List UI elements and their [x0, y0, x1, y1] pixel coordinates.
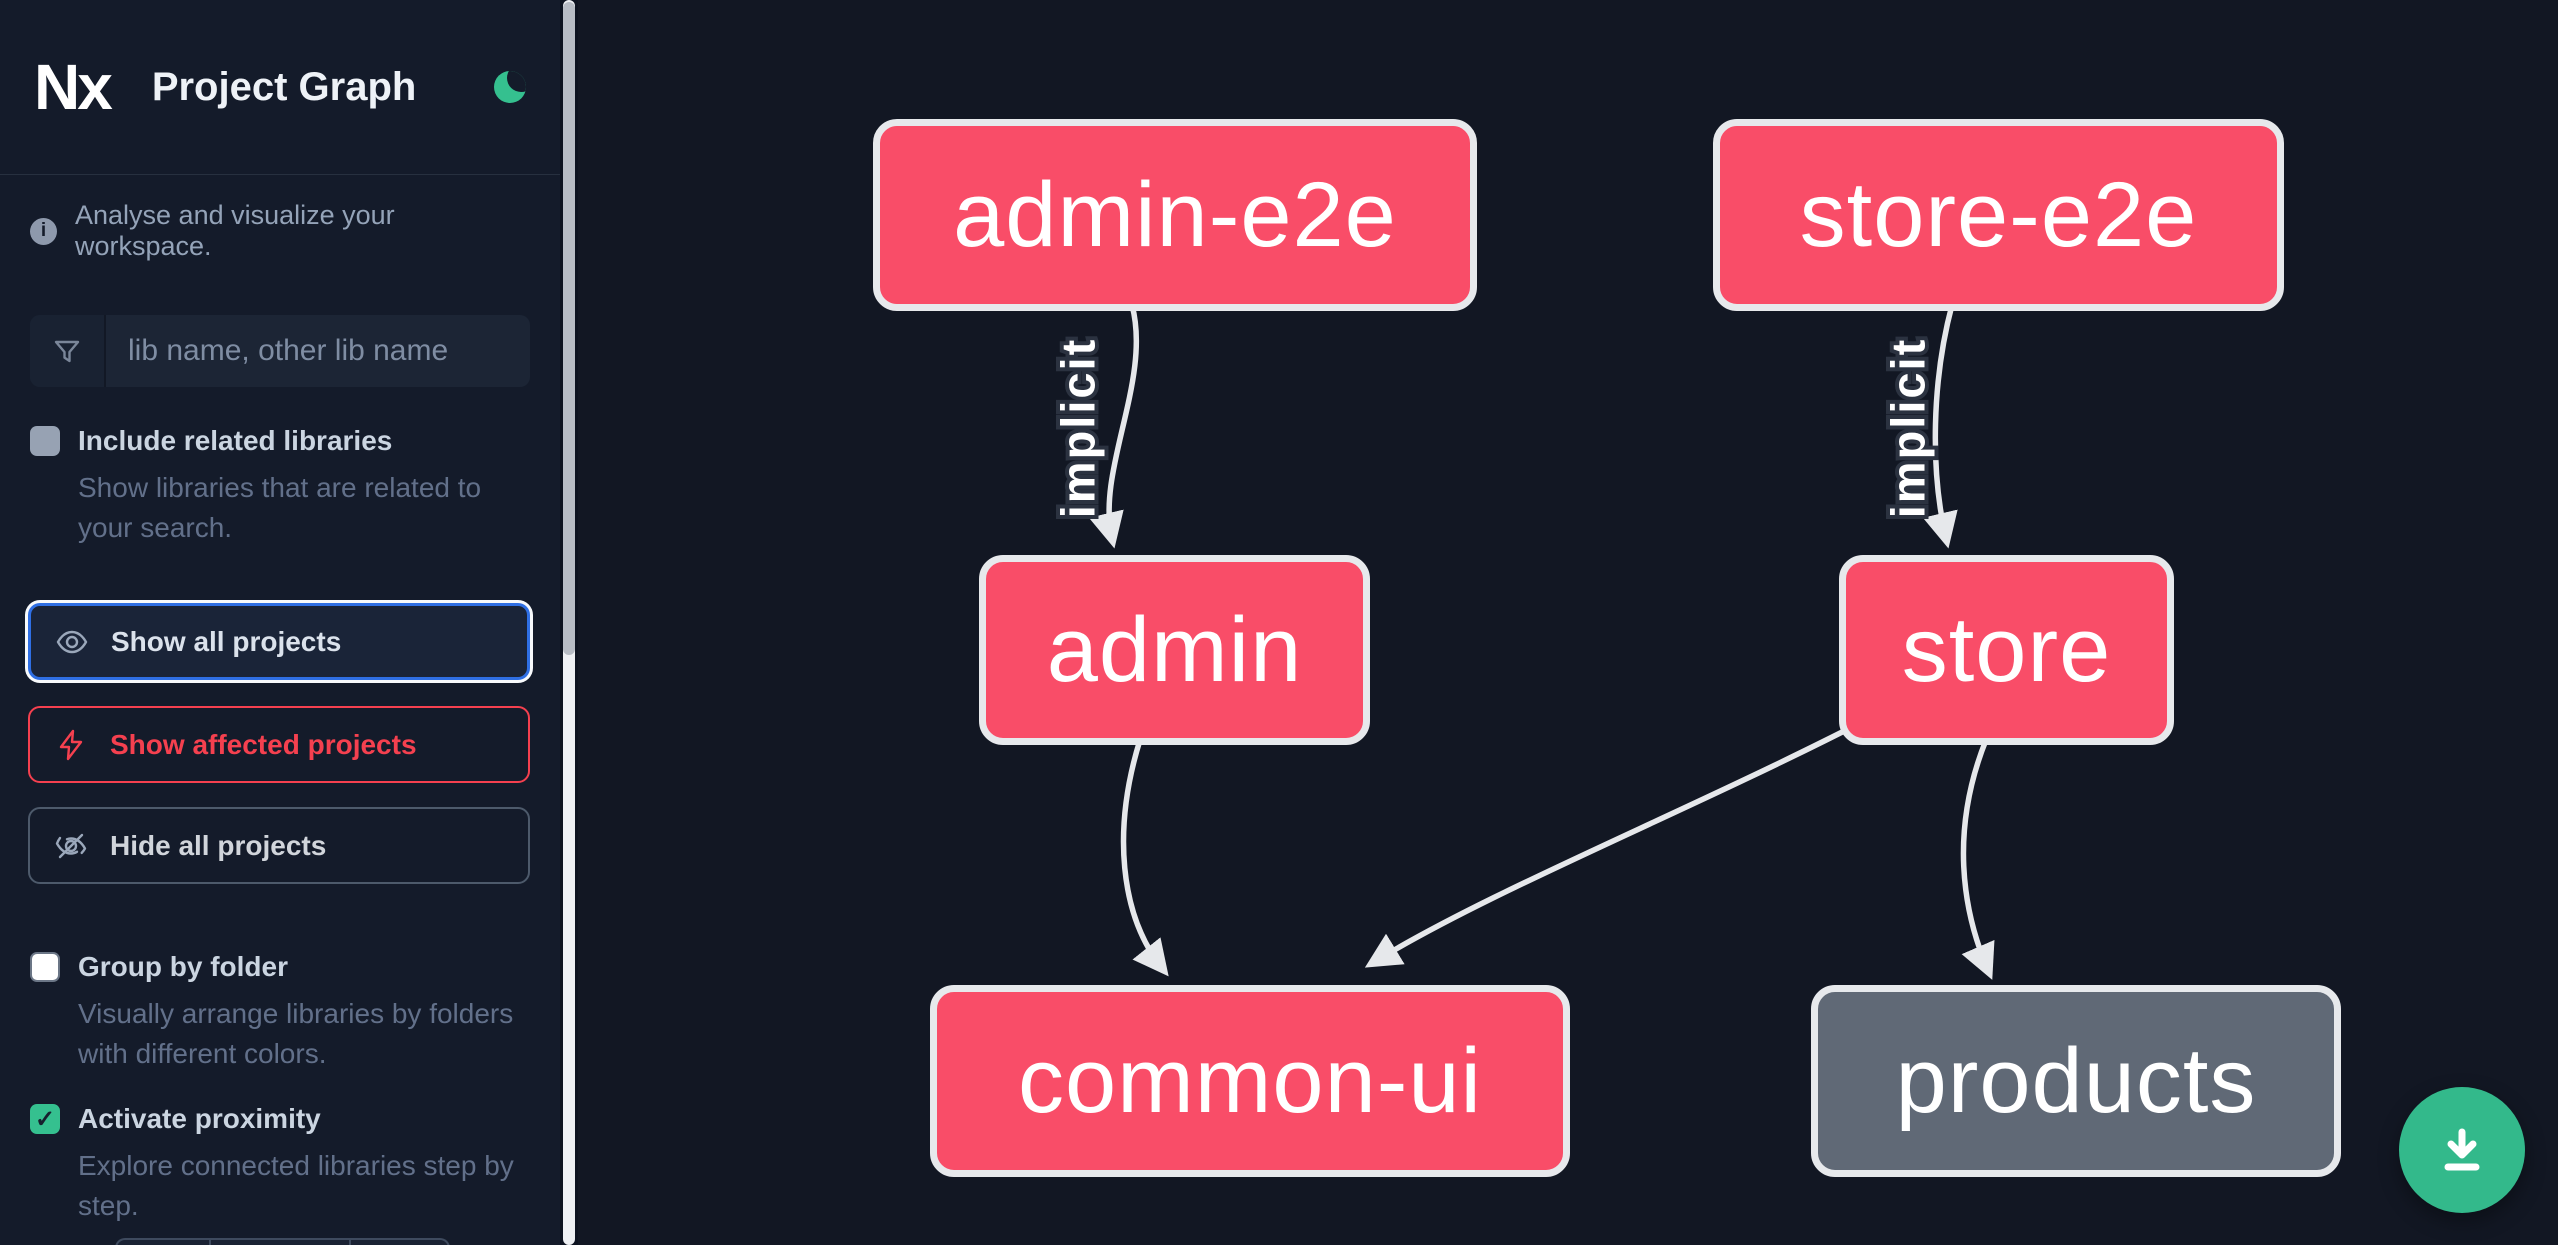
activate-proximity-toggle: Activate proximity Explore connected lib… — [30, 1102, 532, 1226]
page-title: Project Graph — [151, 64, 417, 109]
edge-store-to-products[interactable] — [1960, 738, 1995, 980]
eye-off-icon — [55, 833, 87, 858]
search-input[interactable] — [106, 315, 530, 387]
download-graph-fab[interactable] — [2399, 1087, 2525, 1213]
show-affected-projects-button[interactable]: Show affected projects — [28, 706, 530, 783]
graph-node-store[interactable]: store — [1839, 555, 2174, 745]
sidebar-scrollbar — [560, 0, 578, 1245]
activate-proximity-checkbox[interactable] — [30, 1104, 60, 1134]
show-affected-projects-label: Show affected projects — [110, 728, 417, 760]
dark-mode-moon-icon[interactable] — [494, 71, 526, 103]
hide-all-projects-button[interactable]: Hide all projects — [28, 807, 530, 884]
graph-node-store-e2e[interactable]: store-e2e — [1713, 119, 2284, 311]
include-related-checkbox[interactable] — [30, 426, 60, 456]
activate-proximity-label: Activate proximity — [78, 1103, 321, 1134]
project-filter-box — [30, 315, 530, 387]
eye-icon — [56, 630, 88, 653]
cutoff-segment[interactable] — [117, 1240, 212, 1245]
show-all-projects-button[interactable]: Show all projects — [28, 603, 530, 680]
nx-logo: Nx — [34, 51, 113, 123]
edge-label-implicit-store: implicit — [1881, 338, 1934, 519]
include-related-label: Include related libraries — [78, 425, 393, 456]
graph-node-admin[interactable]: admin — [979, 555, 1370, 745]
cutoff-segment[interactable] — [351, 1240, 448, 1245]
hide-all-projects-label: Hide all projects — [110, 829, 327, 861]
edge-label-implicit-admin: implicit — [1051, 338, 1104, 519]
scrollbar-thumb[interactable] — [563, 2, 575, 655]
sidebar-header: Nx Project Graph — [0, 0, 560, 175]
group-by-folder-checkbox[interactable] — [30, 952, 60, 982]
graph-node-common-ui[interactable]: common-ui — [930, 985, 1570, 1177]
workspace-tagline: Analyse and visualize your workspace. — [75, 200, 395, 261]
group-by-folder-description: Visually arrange libraries by folders wi… — [78, 998, 514, 1069]
edge-admin-e2e-to-admin[interactable] — [1088, 304, 1139, 549]
cutoff-segmented-control[interactable] — [115, 1238, 450, 1245]
edge-admin-to-common-ui[interactable] — [1120, 739, 1169, 977]
activate-proximity-description: Explore connected libraries step by step… — [78, 1150, 514, 1221]
edge-store-e2e-to-store[interactable] — [1922, 304, 1958, 549]
download-icon — [2444, 1128, 2480, 1171]
funnel-filter-icon — [30, 315, 106, 387]
lightning-bolt-icon — [59, 729, 83, 760]
workspace-tagline-row: Analyse and visualize your workspace. — [30, 200, 530, 262]
sidebar: Nx Project Graph Analyse and visualize y… — [0, 0, 560, 1245]
edge-store-to-common-ui[interactable] — [1364, 719, 1864, 968]
group-by-folder-label: Group by folder — [78, 951, 288, 982]
info-icon — [30, 217, 57, 245]
graph-node-admin-e2e[interactable]: admin-e2e — [873, 119, 1477, 311]
group-by-folder-toggle: Group by folder Visually arrange librari… — [30, 950, 532, 1074]
include-related-description: Show libraries that are related to your … — [78, 472, 482, 543]
include-related-toggle: Include related libraries Show libraries… — [30, 424, 532, 548]
show-all-projects-label: Show all projects — [111, 625, 342, 657]
graph-node-products[interactable]: products — [1811, 985, 2341, 1177]
cutoff-segment[interactable] — [211, 1240, 351, 1245]
